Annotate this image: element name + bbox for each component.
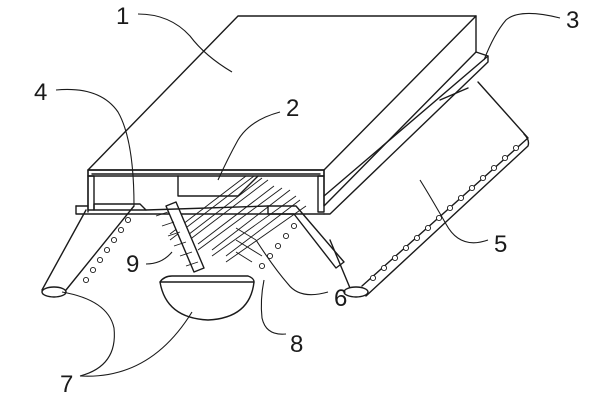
- reference-labels: 1 2 3 4 5 6 7 8 9: [34, 3, 579, 398]
- leader-lines: [55, 12, 561, 377]
- inner-block: [177, 175, 259, 197]
- left-trough-holes: [82, 216, 132, 284]
- right-trough-holes: [369, 144, 520, 282]
- center-trough: [145, 205, 298, 321]
- label-4: 4: [34, 79, 47, 106]
- right-trough: [329, 81, 530, 298]
- label-9: 9: [126, 251, 139, 278]
- label-1: 1: [116, 3, 129, 30]
- label-8: 8: [290, 331, 303, 358]
- left-trough: [41, 205, 135, 298]
- label-3: 3: [566, 7, 579, 34]
- main-housing: [87, 15, 477, 213]
- label-2: 2: [286, 95, 299, 122]
- inclined-bar: [155, 201, 205, 273]
- label-6: 6: [334, 285, 347, 312]
- center-trough-holes: [258, 222, 298, 270]
- label-5: 5: [494, 231, 507, 258]
- label-7: 7: [60, 371, 73, 398]
